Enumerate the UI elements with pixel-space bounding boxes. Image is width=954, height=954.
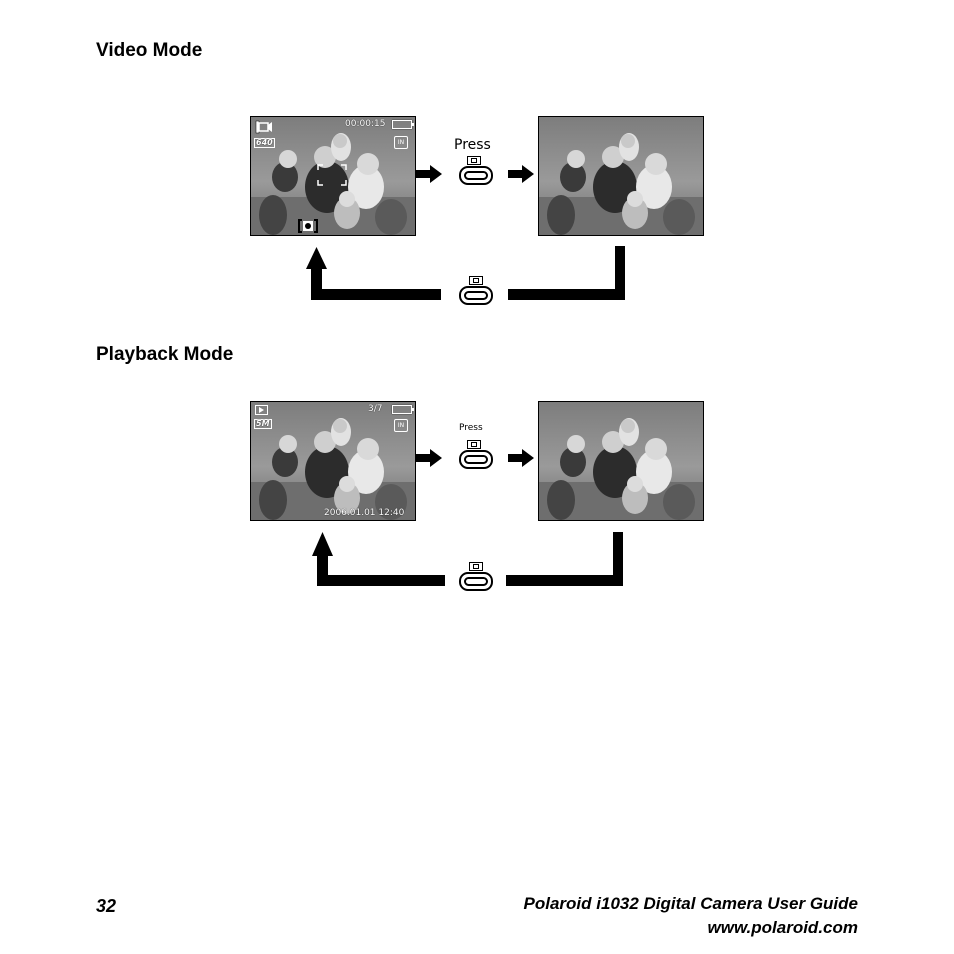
playback-lcd-screen-clean	[538, 401, 704, 521]
loop-line	[317, 555, 328, 586]
loop-line	[311, 289, 441, 300]
battery-icon	[392, 405, 414, 414]
arrow-right-icon	[416, 449, 442, 467]
play-icon	[255, 405, 268, 415]
display-button-icon	[469, 276, 483, 285]
guide-title: Polaroid i1032 Digital Camera User Guide	[523, 894, 858, 913]
internal-memory-icon: IN	[394, 136, 408, 149]
video-timecode: 00:00:15	[345, 119, 386, 129]
arrow-right-icon	[416, 165, 442, 183]
family-photo	[251, 402, 415, 520]
loop-line	[615, 246, 625, 300]
family-photo	[539, 402, 703, 520]
loop-line	[311, 268, 322, 300]
record-icon	[298, 219, 318, 233]
loop-line	[506, 575, 623, 586]
display-button[interactable]	[459, 450, 493, 469]
arrow-up-icon	[306, 247, 327, 269]
display-button-icon	[467, 440, 481, 449]
guide-url[interactable]: www.polaroid.com	[707, 918, 859, 937]
loop-line	[317, 575, 445, 586]
display-button-icon	[469, 562, 483, 571]
playback-resolution: 5M	[254, 419, 272, 429]
arrow-right-icon	[508, 449, 534, 467]
family-photo	[539, 117, 703, 235]
focus-frame-icon	[317, 164, 347, 186]
arrow-up-icon	[312, 532, 333, 556]
arrow-right-icon	[508, 165, 534, 183]
battery-icon	[392, 120, 414, 129]
playback-counter: 3/7	[368, 404, 383, 414]
section-title-playback: Playback Mode	[96, 344, 234, 365]
display-button[interactable]	[459, 572, 493, 591]
playback-lcd-screen: 3/7 5M IN 2006.01.01 12:40	[250, 401, 416, 521]
display-button[interactable]	[459, 286, 493, 305]
page-number: 32	[96, 896, 117, 916]
video-lcd-screen-clean	[538, 116, 704, 236]
playback-datetime: 2006.01.01 12:40	[324, 508, 405, 518]
press-label-playback: Press	[459, 423, 483, 433]
video-resolution: 640	[254, 138, 275, 148]
video-lcd-screen: 00:00:15 640 IN	[250, 116, 416, 236]
movie-camera-icon	[255, 120, 272, 134]
loop-line	[613, 532, 623, 586]
section-title-video: Video Mode	[96, 40, 203, 61]
loop-line	[508, 289, 625, 300]
display-button-icon	[467, 156, 481, 165]
display-button[interactable]	[459, 166, 493, 185]
press-label-video: Press	[454, 137, 491, 153]
internal-memory-icon: IN	[394, 419, 408, 432]
